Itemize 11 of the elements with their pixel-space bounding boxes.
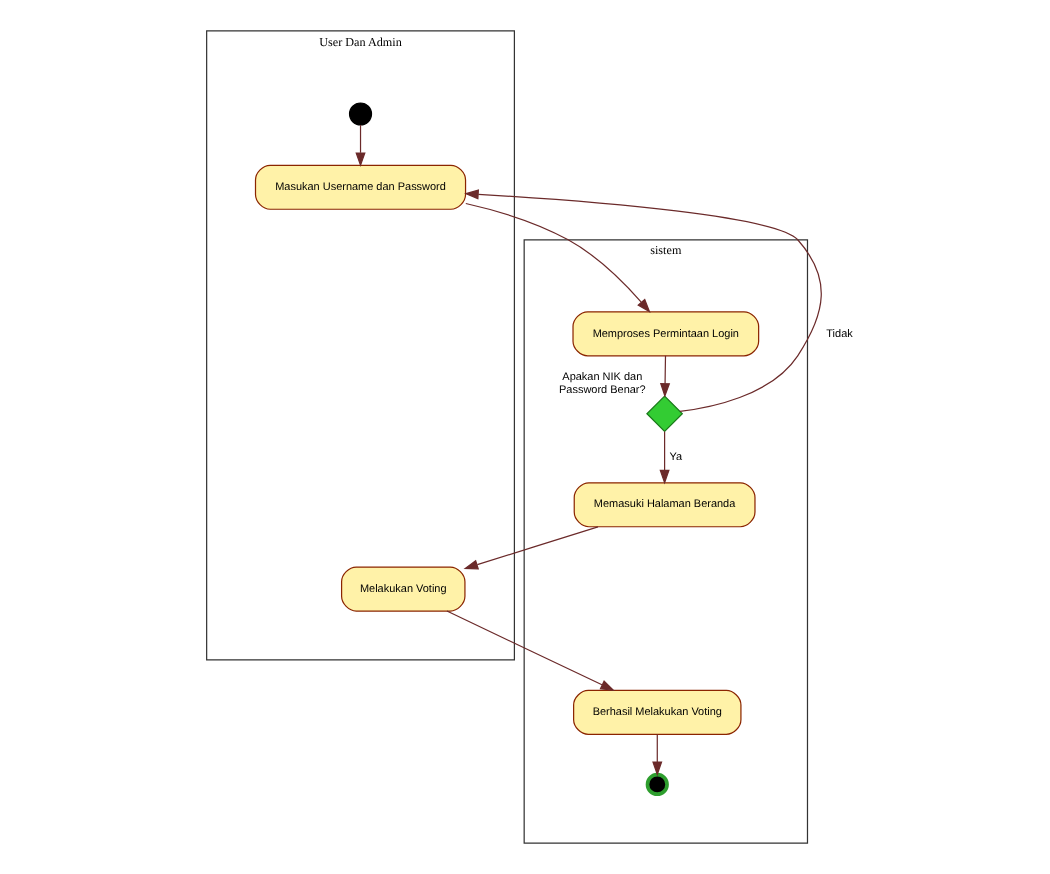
arrow: [651, 733, 662, 777]
arrow: [464, 202, 650, 313]
arrow: [658, 431, 669, 485]
arrow: [354, 124, 365, 168]
node-circle: [347, 102, 372, 126]
arrow: [463, 189, 821, 412]
node-circle: [644, 772, 668, 797]
node-diamond: [645, 395, 683, 433]
arrow: [445, 610, 614, 692]
arrow: [462, 526, 598, 570]
arrow: [658, 355, 670, 398]
